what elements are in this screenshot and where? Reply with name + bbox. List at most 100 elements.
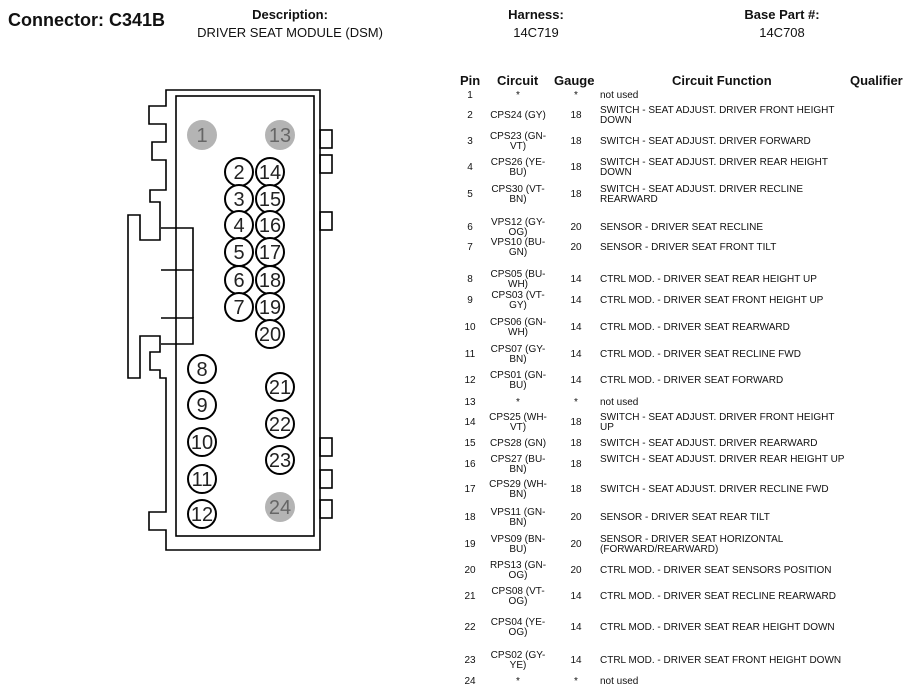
pin-number-6: 6 [233,270,244,292]
pin-number-8: 8 [196,359,207,381]
circuit-cell: CPS07 (GY-BN) [490,344,546,365]
circuit-cell: VPS11 (GN-BN) [490,507,546,528]
pin-cell: 3 [467,136,473,147]
function-cell: CTRL MOD. - DRIVER SEAT REARWARD [600,322,790,333]
circuit-cell: * [516,397,520,408]
gauge-cell: 18 [570,438,582,449]
function-cell: SENSOR - DRIVER SEAT RECLINE [600,222,763,233]
description-block: Description: DRIVER SEAT MODULE (DSM) [190,7,390,40]
pin-cell: 12 [464,375,476,386]
pin-number-20: 20 [259,324,281,346]
gauge-cell: 18 [570,459,582,470]
gauge-cell: 18 [570,162,582,173]
pin-number-21: 21 [269,377,291,399]
pin-number-24: 24 [269,497,291,519]
pin-cell: 21 [464,591,476,602]
circuit-cell: CPS04 (YE-OG) [490,617,546,638]
pin-circle-8 [187,354,217,384]
gauge-cell: * [574,90,578,101]
pin-number-12: 12 [191,504,213,526]
function-cell: CTRL MOD. - DRIVER SEAT REAR HEIGHT DOWN [600,622,835,633]
circuit-cell: CPS03 (VT-GY) [491,290,545,311]
pin-cell: 2 [467,110,473,121]
circuit-cell: CPS30 (VT-BN) [491,184,545,205]
gauge-cell: 14 [570,274,582,285]
base-part-label: Base Part #: [744,7,820,22]
circuit-cell: VPS12 (GY-OG) [490,217,546,238]
pin-circle-13 [265,120,295,150]
pin-cell: 23 [464,655,476,666]
function-cell: CTRL MOD. - DRIVER SEAT SENSORS POSITION [600,565,832,576]
circuit-cell: VPS09 (BN-BU) [490,534,546,555]
pin-cell: 13 [464,397,476,408]
pin-circle-1 [187,120,217,150]
circuit-cell: CPS01 (GN-BU) [489,370,547,391]
gauge-cell: 14 [570,322,582,333]
function-cell: CTRL MOD. - DRIVER SEAT RECLINE FWD [600,349,801,360]
gauge-cell: 14 [570,349,582,360]
pin-cell: 20 [464,565,476,576]
pin-number-17: 17 [259,242,281,264]
pin-column-header: Pin [460,73,481,88]
circuit-cell: VPS10 (BU-GN) [490,237,546,258]
pin-circle-10 [187,427,217,457]
circuit-column-header: Circuit [497,73,539,88]
pin-number-10: 10 [191,432,213,454]
gauge-column-header: Gauge [554,73,595,88]
pin-number-11: 11 [192,469,213,491]
connector-title: Connector: C341B [8,10,166,30]
pin-circle-22 [265,409,295,439]
pin-cell: 11 [464,349,476,360]
pin-number-9: 9 [196,395,207,417]
function-cell: CTRL MOD. - DRIVER SEAT RECLINE REARWARD [600,591,836,602]
pin-circle-11 [187,464,217,494]
function-column-header: Circuit Function [672,73,772,88]
gauge-cell: 18 [570,189,582,200]
pin-number-5: 5 [233,242,244,264]
pin-number-22: 22 [269,414,291,436]
pin-circle-7 [224,292,254,322]
gauge-cell: 20 [570,539,582,550]
circuit-cell: * [516,90,520,101]
pin-number-1: 1 [196,125,207,147]
pin-cell: 4 [467,162,473,173]
gauge-cell: 14 [570,591,582,602]
harness-label: Harness: [508,7,564,22]
pin-cell: 8 [467,274,473,285]
description-value: DRIVER SEAT MODULE (DSM) [197,25,383,40]
gauge-cell: 18 [570,417,582,428]
pin-cell: 10 [464,322,476,333]
gauge-cell: 18 [570,136,582,147]
function-cell: SWITCH - SEAT ADJUST. DRIVER RECLINE REA… [600,184,803,205]
pin-number-14: 14 [259,162,281,184]
circuit-cell: CPS29 (WH-BN) [489,479,547,500]
gauge-cell: 20 [570,512,582,523]
harness-block: Harness: 14C719 [476,7,596,40]
pin-number-7: 7 [233,297,244,319]
pin-number-4: 4 [233,215,244,237]
function-cell: SENSOR - DRIVER SEAT REAR TILT [600,512,770,523]
gauge-cell: 14 [570,655,582,666]
function-cell: SENSOR - DRIVER SEAT FRONT TILT [600,242,777,253]
gauge-cell: 14 [570,295,582,306]
pin-cell: 16 [464,459,476,470]
pin-number-3: 3 [233,189,244,211]
pin-cell: 14 [464,417,476,428]
function-cell: not used [600,676,639,687]
circuit-cell: CPS28 (GN) [489,438,547,449]
circuit-cell: CPS05 (BU-WH) [490,269,546,290]
gauge-cell: 14 [570,375,582,386]
gauge-cell: 18 [570,110,582,121]
circuit-cell: RPS13 (GN-OG) [489,560,547,581]
circuit-cell: * [516,676,520,687]
function-cell: not used [600,90,639,101]
gauge-cell: * [574,676,578,687]
description-label: Description: [252,7,328,22]
pin-cell: 1 [467,90,473,101]
function-cell: SWITCH - SEAT ADJUST. DRIVER FRONT HEIGH… [600,105,835,126]
gauge-cell: 18 [570,484,582,495]
pin-circle-24 [265,492,295,522]
base-part-block: Base Part #: 14C708 [722,7,842,40]
